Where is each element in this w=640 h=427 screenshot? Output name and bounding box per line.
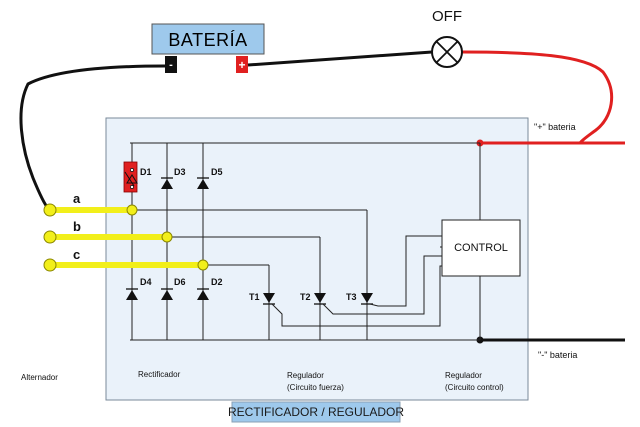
section-regulator-power-2: (Circuito fuerza) xyxy=(287,383,344,392)
diode-d6-label: D6 xyxy=(174,277,186,287)
diode-d2-symbol xyxy=(197,290,209,300)
phase-b-label: b xyxy=(73,219,81,234)
phase-b-rectifier-node xyxy=(161,231,173,243)
phase-a-label: a xyxy=(73,191,81,206)
battery-negative-terminal xyxy=(165,56,177,73)
diode-d1-contact-bottom xyxy=(130,185,134,189)
phase-a-alternator-node xyxy=(43,203,57,217)
diode-d6-symbol xyxy=(161,290,173,300)
off-label: OFF xyxy=(432,8,462,25)
section-regulator-control-1: Regulador xyxy=(445,371,482,380)
gate-line-t2 xyxy=(322,255,452,315)
battery-label: BATERÍA xyxy=(168,30,247,50)
battery-box xyxy=(151,23,265,55)
diode-d3-label: D3 xyxy=(174,167,186,177)
diode-d2-label: D2 xyxy=(211,277,223,287)
thyristor-t1-label: T1 xyxy=(249,292,260,302)
diode-d1-label: D1 xyxy=(140,167,152,177)
diode-d4-symbol xyxy=(126,290,138,300)
phase-c-alternator-node xyxy=(43,258,57,272)
module-title-box xyxy=(231,401,401,423)
diode-d5-symbol xyxy=(197,179,209,189)
diode-d1-contact-top xyxy=(130,168,134,172)
section-rectifier: Rectificador xyxy=(138,370,181,379)
thyristor-t2-label: T2 xyxy=(300,292,311,302)
section-regulator-power-1: Regulador xyxy=(287,371,324,380)
control-box xyxy=(441,219,521,277)
negative-terminal-label: "-" bateria xyxy=(538,350,577,360)
section-alternator: Alternador xyxy=(21,373,58,382)
thyristor-t3-label: T3 xyxy=(346,292,357,302)
module-title: RECTIFICADOR / REGULADOR xyxy=(228,405,404,419)
phase-c-label: c xyxy=(73,247,80,262)
control-label: CONTROL xyxy=(454,242,508,254)
diode-d1-switch xyxy=(124,171,135,187)
phase-b-alternator-node xyxy=(43,230,57,244)
black-wire-alternator xyxy=(19,64,166,210)
gate-line-t3 xyxy=(369,235,442,307)
diode-d3-symbol xyxy=(161,179,173,189)
phase-a-rectifier-node xyxy=(126,204,138,216)
battery-positive-terminal xyxy=(236,56,248,73)
phase-c-rectifier-node xyxy=(197,259,209,271)
positive-terminal-label: "+" bateria xyxy=(534,122,576,132)
thyristor-t3-symbol xyxy=(361,293,373,303)
red-wire-battery-switch xyxy=(247,50,433,67)
thyristor-t2-symbol xyxy=(314,293,326,303)
battery-negative-sign: - xyxy=(169,59,173,71)
section-regulator-control-2: (Circuito control) xyxy=(445,383,504,392)
battery-positive-sign: + xyxy=(238,58,245,72)
lamp-cross-2 xyxy=(435,40,459,64)
diode-d4-label: D4 xyxy=(140,277,152,287)
diode-d5-label: D5 xyxy=(211,167,223,177)
thyristor-t1-symbol xyxy=(263,293,275,303)
red-wire-switch-terminal xyxy=(461,50,614,144)
